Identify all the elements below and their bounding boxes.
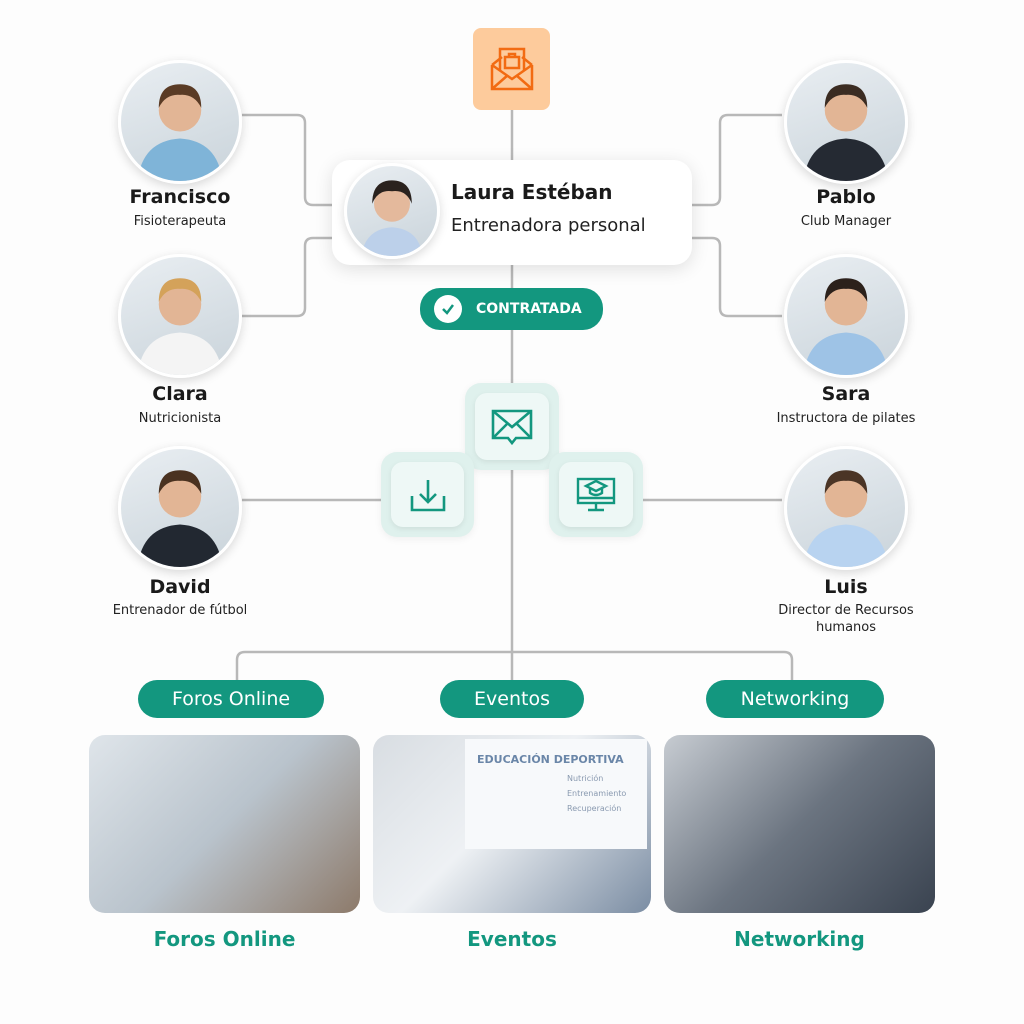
contact-avatar[interactable] bbox=[118, 254, 242, 378]
contact-avatar[interactable] bbox=[784, 254, 908, 378]
contact-role: Instructora de pilates bbox=[776, 411, 916, 426]
channel-caption: Foros Online bbox=[153, 927, 296, 951]
contact-avatar[interactable] bbox=[784, 446, 908, 570]
contact-name: Francisco bbox=[129, 186, 231, 208]
contact-name: Luis bbox=[824, 576, 868, 598]
mail-chat-icon bbox=[491, 409, 533, 445]
channel-photo bbox=[664, 735, 935, 913]
status-text: CONTRATADA bbox=[476, 301, 582, 317]
slide-item: Recuperación bbox=[567, 804, 622, 813]
download-icon bbox=[410, 479, 445, 511]
contact-name: David bbox=[149, 576, 211, 598]
candidate-avatar bbox=[344, 163, 440, 259]
envelope-briefcase-icon bbox=[490, 47, 533, 91]
slide-item: Nutrición bbox=[567, 774, 604, 783]
check-icon bbox=[434, 295, 462, 323]
contact-name: Sara bbox=[821, 383, 871, 405]
contact-role: Club Manager bbox=[800, 214, 892, 229]
candidate-role: Entrenadora personal bbox=[451, 215, 646, 236]
contact-role: Fisioterapeuta bbox=[133, 214, 227, 229]
monitor-graduation-icon bbox=[576, 477, 616, 511]
contact-role: Director de Recursos humanos bbox=[778, 603, 914, 635]
download-tile[interactable] bbox=[381, 452, 474, 537]
status-badge: CONTRATADA bbox=[420, 288, 603, 330]
candidate-name: Laura Estéban bbox=[451, 180, 613, 204]
contact-name: Pablo bbox=[816, 186, 876, 208]
contact-avatar[interactable] bbox=[118, 446, 242, 570]
offer-icon-box[interactable] bbox=[473, 28, 550, 110]
channel-pill[interactable]: Networking bbox=[706, 680, 884, 718]
contact-avatar[interactable] bbox=[118, 60, 242, 184]
elearning-tile[interactable] bbox=[549, 452, 643, 537]
candidate-card[interactable]: Laura Estéban Entrenadora personal bbox=[332, 160, 692, 265]
contact-role: Entrenador de fútbol bbox=[112, 603, 248, 618]
slide-title: EDUCACIÓN DEPORTIVA bbox=[477, 753, 624, 766]
channel-photo bbox=[89, 735, 360, 913]
channel-pill[interactable]: Foros Online bbox=[138, 680, 324, 718]
contact-avatar[interactable] bbox=[784, 60, 908, 184]
channel-caption: Eventos bbox=[467, 927, 557, 951]
channel-pill[interactable]: Eventos bbox=[440, 680, 584, 718]
contact-role: Nutricionista bbox=[138, 411, 222, 426]
message-tile[interactable] bbox=[465, 383, 559, 470]
channel-caption: Networking bbox=[734, 927, 865, 951]
contact-name: Clara bbox=[152, 383, 208, 405]
slide-item: Entrenamiento bbox=[567, 789, 627, 798]
